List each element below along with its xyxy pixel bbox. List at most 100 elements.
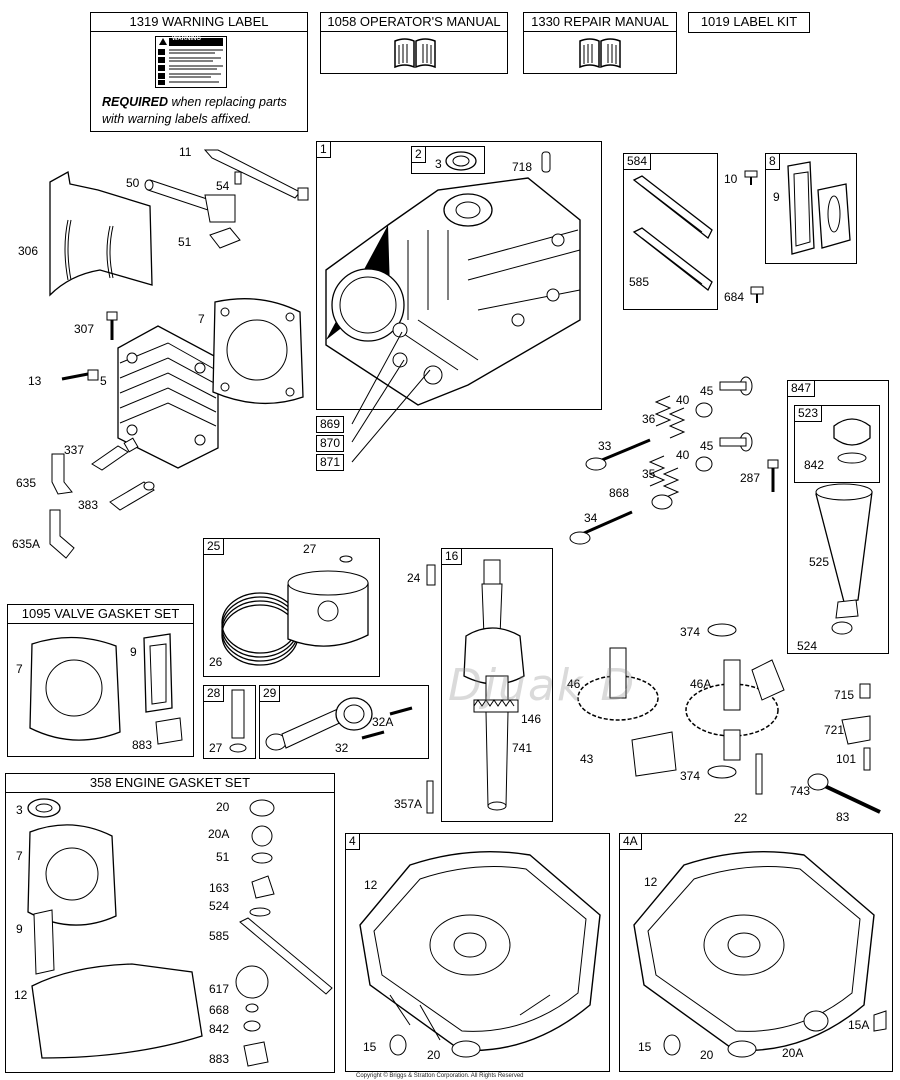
callout-287: 287 <box>740 471 761 485</box>
callout-54: 54 <box>216 179 230 193</box>
callout-374a: 374 <box>680 625 701 639</box>
callout-306: 306 <box>18 244 39 258</box>
operators-manual-title: 1058 OPERATOR'S MANUAL <box>320 12 508 32</box>
pin-drawing <box>426 780 434 814</box>
label-kit-title: 1019 LABEL KIT <box>688 12 810 33</box>
callout-721: 721 <box>824 723 845 737</box>
valve-train-drawing <box>569 376 753 545</box>
callout-t15: 15 <box>638 1040 652 1054</box>
dipstick-847-box <box>787 380 889 654</box>
warning-note-bold: REQUIRED <box>102 95 168 109</box>
heat-shield-drawing <box>49 170 153 297</box>
dowel-drawing <box>541 151 551 173</box>
warning-note-line1: when replacing parts <box>167 95 287 109</box>
callout-40a: 40 <box>676 393 690 407</box>
governor-parts-drawing <box>755 683 881 814</box>
arrester-drawing <box>109 481 155 511</box>
cylinder-head-drawing <box>117 325 219 469</box>
callout-g668: 668 <box>209 1003 230 1017</box>
piston-box <box>203 538 380 677</box>
callout-585: 585 <box>629 275 650 289</box>
callout-g524: 524 <box>209 899 230 913</box>
cap-523-box <box>794 405 880 483</box>
callout-45a: 45 <box>700 384 714 398</box>
callout-146: 146 <box>521 712 542 726</box>
sump-4-box <box>345 833 610 1072</box>
rod-29-tag: 29 <box>259 685 281 702</box>
callout-g51: 51 <box>216 850 230 864</box>
repair-manual-title: 1330 REPAIR MANUAL <box>523 12 677 32</box>
callout-5: 5 <box>100 374 107 388</box>
sump-4-tag: 4 <box>345 833 360 850</box>
plug-tag-870: 870 <box>316 435 345 452</box>
callout-50: 50 <box>126 176 140 190</box>
callout-v883: 883 <box>132 738 153 752</box>
callout-g883: 883 <box>209 1052 230 1066</box>
callout-g3: 3 <box>16 803 23 817</box>
cap-523-tag: 523 <box>794 405 823 422</box>
breather-tube-drawing <box>144 149 309 249</box>
callout-s15: 15 <box>363 1040 377 1054</box>
callout-24: 24 <box>407 571 421 585</box>
callout-3: 3 <box>435 157 442 171</box>
callout-337: 337 <box>64 443 85 457</box>
valve-gasket-set-drawing <box>29 633 183 745</box>
callout-715: 715 <box>834 688 855 702</box>
callout-635a: 635A <box>12 537 41 551</box>
callout-36: 36 <box>642 412 656 426</box>
callout-83: 83 <box>836 810 850 824</box>
plug-tag-869: 869 <box>316 416 345 433</box>
pin-28-box <box>203 685 256 759</box>
callout-51: 51 <box>178 235 192 249</box>
guide-584-tag: 584 <box>623 153 652 170</box>
callout-t20: 20 <box>700 1048 714 1062</box>
engine-gasket-set-drawing <box>27 798 333 1067</box>
callout-374b: 374 <box>680 769 701 783</box>
book-icon <box>579 38 621 69</box>
callout-g585: 585 <box>209 929 230 943</box>
callout-s12: 12 <box>364 878 378 892</box>
callout-635: 635 <box>16 476 37 490</box>
callout-g842: 842 <box>209 1022 230 1036</box>
callout-43: 43 <box>580 752 594 766</box>
dipstick-tube-drawing <box>815 418 873 635</box>
bolt-drawing <box>106 311 118 340</box>
sump-4a-box <box>619 833 893 1072</box>
screw-drawing <box>744 170 758 185</box>
cylinder-block-drawing <box>325 177 581 406</box>
callout-45b: 45 <box>700 439 714 453</box>
callout-868: 868 <box>609 486 630 500</box>
book-icon <box>394 38 436 69</box>
camshaft-gears-drawing <box>577 623 785 779</box>
piston-rings-drawing <box>221 555 369 666</box>
callout-7: 7 <box>198 312 205 326</box>
callout-383: 383 <box>78 498 99 512</box>
callout-10: 10 <box>724 172 738 186</box>
watermark: Djuak D <box>448 660 637 711</box>
seal-box-tag: 2 <box>411 146 426 163</box>
spark-boot-drawing <box>51 453 73 495</box>
callout-g7: 7 <box>16 849 23 863</box>
callout-9: 9 <box>773 190 780 204</box>
warning-sticker-title: WARNING <box>172 36 201 42</box>
callout-g9: 9 <box>16 922 23 936</box>
connecting-rod-drawing <box>265 697 413 751</box>
callout-s20: 20 <box>427 1048 441 1062</box>
callout-t20a: 20A <box>782 1046 804 1060</box>
callout-13: 13 <box>28 374 42 388</box>
callout-35: 35 <box>642 467 656 481</box>
piston-box-tag: 25 <box>203 538 225 555</box>
crankshaft-box-tag: 16 <box>441 548 463 565</box>
bolt-drawing <box>61 369 99 381</box>
guide-584-box <box>623 153 718 310</box>
crankshaft-box <box>441 548 553 822</box>
callout-v9: 9 <box>130 645 137 659</box>
callout-743: 743 <box>790 784 811 798</box>
callout-g163: 163 <box>209 881 230 895</box>
callout-g12: 12 <box>14 988 28 1002</box>
callout-46a: 46A <box>690 677 712 691</box>
spark-boot-alt-drawing <box>49 509 75 559</box>
callout-842: 842 <box>804 458 825 472</box>
callout-40b: 40 <box>676 448 690 462</box>
copyright-text: Copyright © Briggs & Stratton Corporatio… <box>356 1073 524 1079</box>
